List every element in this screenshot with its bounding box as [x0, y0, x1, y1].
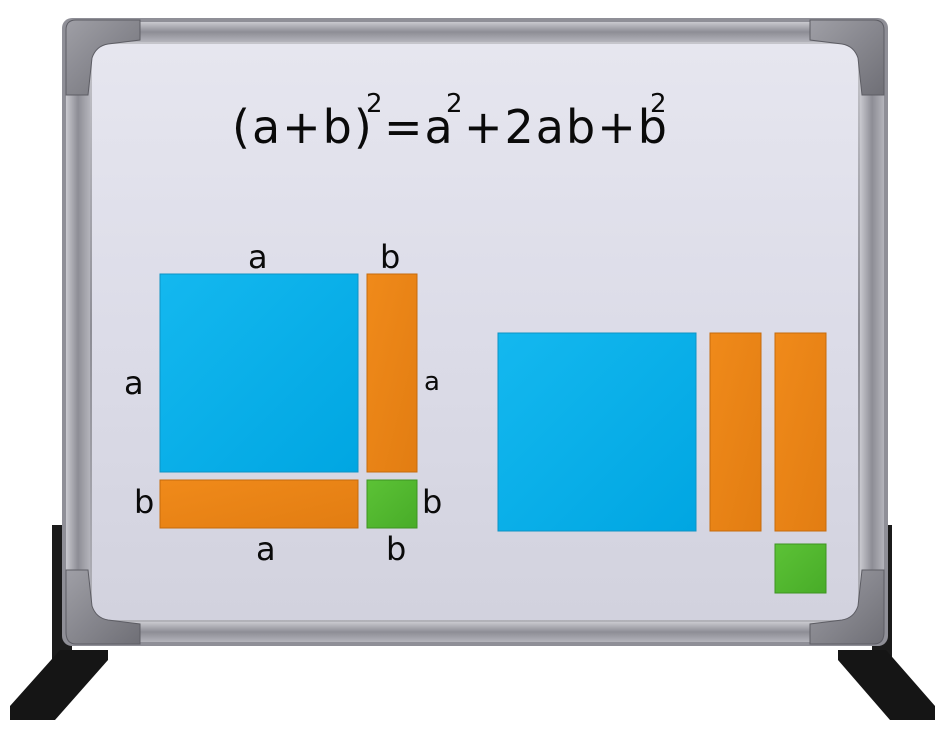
- separate-ab-tile-2: [774, 332, 827, 532]
- separate-a-squared-tile: [497, 332, 697, 532]
- formula: (a+b) 2 =a 2 +2ab+b 2: [232, 89, 669, 154]
- stand-right-foot: [838, 650, 935, 720]
- formula-a-term: =a: [384, 100, 455, 154]
- corner-top-right: [809, 19, 885, 96]
- label-left-b: b: [134, 483, 154, 521]
- formula-lhs: (a+b): [232, 100, 374, 154]
- label-right-b: b: [422, 483, 442, 521]
- corner-bottom-right: [809, 569, 885, 645]
- b-squared-tile: [366, 479, 418, 529]
- formula-a-exponent: 2: [446, 89, 463, 119]
- formula-b-exponent: 2: [650, 89, 667, 119]
- separate-ab-tile-1: [709, 332, 762, 532]
- ab-tile-vertical: [366, 273, 418, 473]
- frame-corners: [65, 19, 885, 645]
- corner-top-left: [65, 19, 141, 96]
- formula-rest: +2ab+b: [464, 100, 669, 154]
- label-left-a: a: [124, 364, 144, 402]
- label-bottom-b: b: [386, 530, 406, 568]
- label-top-a: a: [248, 238, 268, 276]
- label-mid-a: a: [424, 367, 440, 397]
- corner-bottom-left: [65, 569, 141, 645]
- assembled-square: a b a a b b a b: [124, 238, 442, 568]
- separate-b-squared-tile: [774, 543, 827, 594]
- a-squared-tile: [159, 273, 359, 473]
- formula-lhs-exponent: 2: [366, 89, 383, 119]
- stand-left-foot: [10, 650, 108, 720]
- ab-tile-horizontal: [159, 479, 359, 529]
- separated-pieces: [497, 332, 827, 594]
- label-bottom-a: a: [256, 530, 276, 568]
- label-top-b: b: [380, 238, 400, 276]
